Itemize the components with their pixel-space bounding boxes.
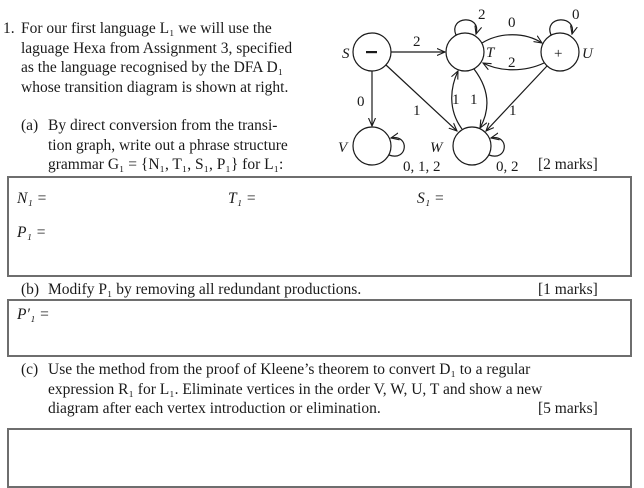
svg-text:W: W: [430, 140, 444, 156]
part-a-line-1: By direct conversion from the transi-: [48, 117, 278, 134]
svg-text:U: U: [582, 46, 594, 62]
part-b-text: Modify P₁ by removing all redundant prod…: [48, 281, 362, 298]
start-marker-icon: [366, 51, 377, 54]
svg-text:2: 2: [478, 7, 486, 23]
intro-line-3: as the language recognised by the DFA D₁: [21, 59, 284, 76]
intro-line-2: laguage Hexa from Assignment 3, specifie…: [21, 39, 293, 57]
accept-marker-icon: +: [554, 46, 562, 62]
svg-text:0: 0: [357, 94, 365, 110]
part-a-answer-box[interactable]: [7, 176, 632, 277]
part-a-line-3: grammar G₁ = {N₁, T₁, S₁, P₁} for L₁:: [48, 156, 284, 173]
svg-text:1: 1: [470, 92, 478, 108]
part-c-label: (c): [21, 361, 39, 378]
s1-label: S₁ =: [417, 190, 445, 207]
p1-prime-label: P′₁ =: [17, 306, 50, 323]
svg-text:0: 0: [572, 7, 580, 23]
svg-text:2: 2: [413, 34, 421, 50]
part-c-line-1: Use the method from the proof of Kleene’…: [48, 361, 531, 378]
n1-label: N₁ =: [17, 190, 48, 207]
intro-line-1: For our first language L₁ we will use th…: [21, 20, 272, 37]
p1-label: P₁ =: [17, 224, 47, 241]
part-c-marks: [5 marks]: [538, 400, 598, 417]
svg-text:0: 0: [508, 15, 516, 31]
state-w: [452, 126, 492, 166]
svg-text:2: 2: [508, 55, 516, 71]
question-number: 1.: [3, 20, 15, 37]
part-c-answer-box[interactable]: [7, 428, 632, 488]
part-c-line-2: expression R₁ for L₁. Eliminate vertices…: [48, 380, 543, 398]
part-b-answer-box[interactable]: [7, 299, 632, 357]
svg-text:0, 1, 2: 0, 1, 2: [403, 159, 441, 175]
state-v: [352, 126, 392, 166]
svg-text:1: 1: [509, 103, 517, 119]
svg-text:0, 2: 0, 2: [496, 159, 519, 175]
state-t: [445, 32, 485, 72]
part-a-marks: [2 marks]: [538, 156, 598, 173]
dfa-transition-diagram: + S T U V W 2 0 1 2 0 2 0 1 1 1 0, 1, 2 …: [338, 7, 594, 175]
svg-text:S: S: [342, 46, 350, 62]
state-u: [540, 32, 580, 72]
svg-text:1: 1: [413, 103, 421, 119]
svg-text:V: V: [338, 140, 349, 156]
part-b-marks: [1 marks]: [538, 281, 598, 298]
svg-text:1: 1: [452, 92, 460, 108]
part-c-line-3: diagram after each vertex introduction o…: [48, 400, 381, 417]
svg-text:T: T: [486, 45, 496, 61]
intro-line-4: whose transition diagram is shown at rig…: [21, 78, 289, 96]
part-b-label: (b): [21, 281, 40, 298]
part-a-label: (a): [21, 117, 39, 134]
t1-label: T₁ =: [228, 190, 257, 207]
part-a-line-2: tion graph, write out a phrase structure: [48, 136, 288, 154]
